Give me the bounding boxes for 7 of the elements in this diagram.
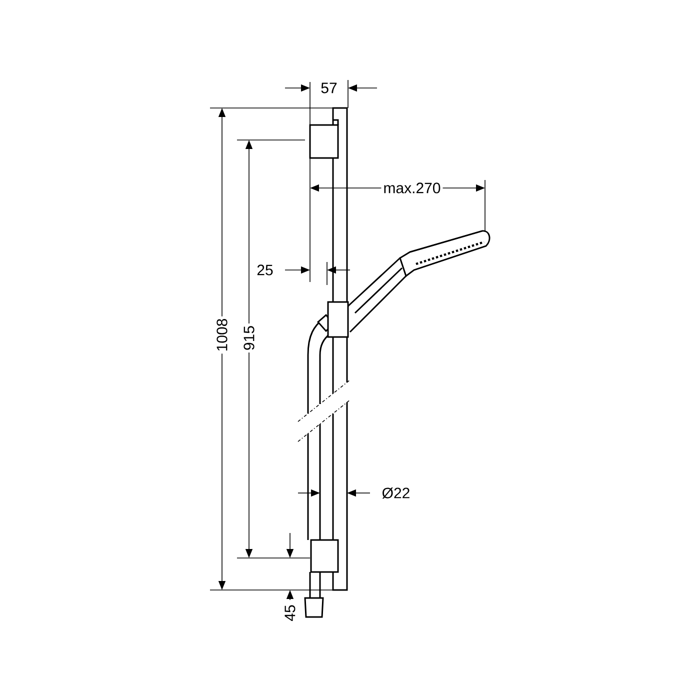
dimension-label: 1008 [214,316,230,354]
dimension-label: max.270 [381,180,443,196]
dimension-label: 25 [254,262,276,278]
dimension-label: 57 [318,80,340,96]
dimension-label: 915 [242,324,256,353]
dimension-label: 45 [282,602,298,624]
dimension-label: Ø22 [380,485,412,501]
